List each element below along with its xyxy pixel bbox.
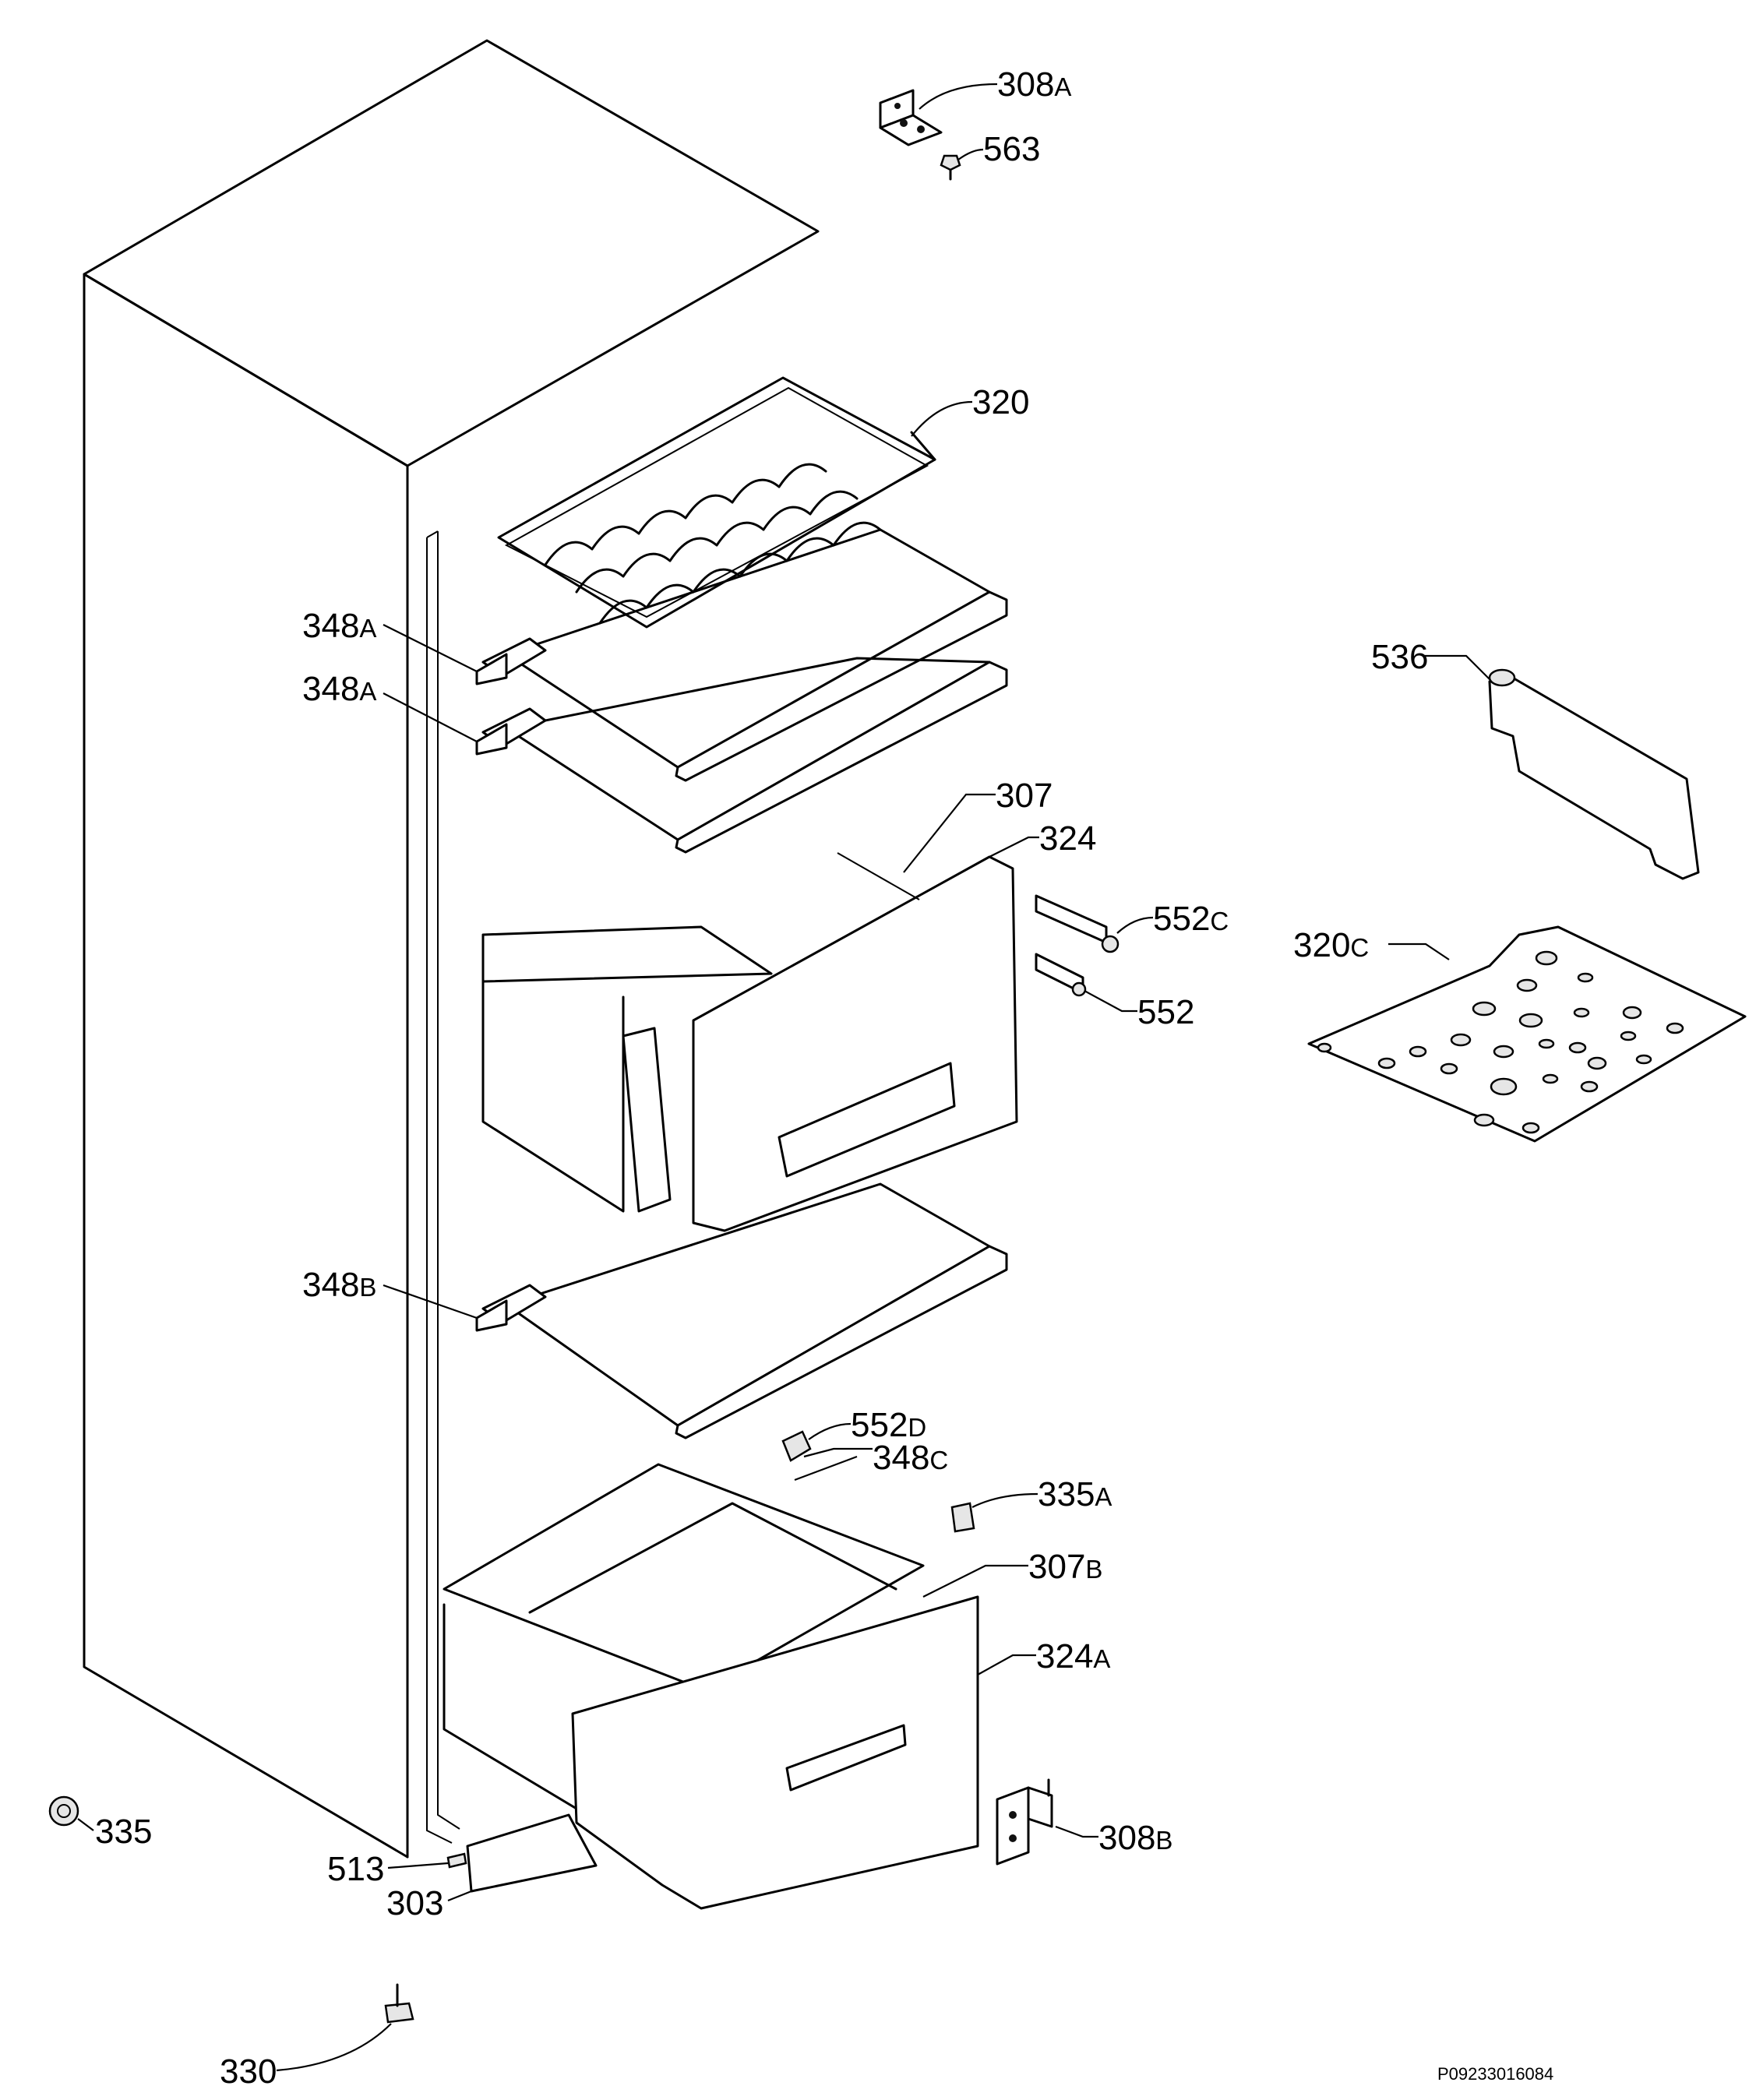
part-label-563: 563: [983, 130, 1041, 168]
part-label-348a-upper: 348A: [302, 607, 377, 645]
plate-hole: [1409, 1045, 1427, 1058]
plate-hole: [1473, 1113, 1495, 1127]
cabinet-body: [83, 39, 820, 1859]
part-label-335a: 335A: [1038, 1475, 1112, 1513]
leader-lines: [77, 83, 1490, 2072]
clip-552d: [781, 1430, 812, 1462]
plate-hole: [1518, 1013, 1543, 1028]
part-label-348b: 348B: [302, 1266, 377, 1304]
plate-hole: [1450, 1033, 1472, 1047]
part-label-552: 552: [1137, 993, 1195, 1031]
part-label-324a: 324A: [1036, 1637, 1111, 1675]
part-label-320c: 320C: [1293, 926, 1370, 964]
plate-hole: [1516, 978, 1538, 992]
part-label-513: 513: [327, 1850, 385, 1888]
plate-hole: [1522, 1122, 1540, 1134]
part-label-330: 330: [220, 2052, 277, 2091]
part-label-307: 307: [996, 777, 1053, 815]
slide-rail-552c: [1035, 894, 1120, 953]
plate-hole: [1317, 1042, 1332, 1053]
part-label-324: 324: [1039, 819, 1097, 858]
plate-hole: [1620, 1031, 1637, 1041]
perforated-plate-320c: [1307, 925, 1747, 1143]
plate-hole: [1542, 1073, 1559, 1084]
divider-536: [1488, 668, 1700, 880]
part-label-335: 335: [95, 1813, 153, 1851]
part-label-308b: 308B: [1098, 1819, 1173, 1857]
plate-hole: [1472, 1001, 1497, 1017]
part-label-320: 320: [972, 383, 1030, 421]
plate-hole: [1573, 1007, 1590, 1018]
screw-563: [940, 154, 961, 181]
plate-hole: [1493, 1045, 1514, 1059]
hinge-top-308a: [879, 89, 943, 146]
clip-335a: [950, 1502, 975, 1533]
drawing-code: P09233016084: [1437, 2064, 1554, 2084]
plate-hole: [1535, 950, 1558, 966]
part-label-348a-lower: 348A: [302, 670, 377, 708]
plate-hole: [1538, 1038, 1555, 1049]
plate-hole: [1635, 1054, 1652, 1065]
plate-hole: [1666, 1022, 1684, 1034]
plate-hole: [1568, 1041, 1587, 1054]
plate-hole: [1587, 1056, 1607, 1070]
hinge-bottom-308b: [996, 1778, 1053, 1866]
lower-drawer-324a: [443, 1463, 979, 1910]
kick-plate-303: [466, 1813, 598, 1893]
plate-hole: [1577, 972, 1594, 983]
plate-hole: [1580, 1080, 1599, 1093]
drawer-324: [481, 852, 1018, 1232]
part-label-307b: 307B: [1028, 1548, 1103, 1586]
clip-513: [446, 1852, 467, 1869]
foot-335: [48, 1795, 79, 1827]
plate-hole: [1440, 1062, 1458, 1075]
glass-shelf-348b: [475, 1182, 1008, 1439]
part-label-552c: 552C: [1153, 900, 1229, 938]
part-label-552d: 552D: [851, 1406, 927, 1444]
bottle-rack-320: [497, 376, 936, 629]
plate-hole: [1490, 1077, 1518, 1096]
adjustable-foot-330: [384, 1983, 414, 2024]
plate-hole: [1377, 1057, 1396, 1069]
glass-shelf-348a-upper: [475, 528, 1008, 782]
part-label-536: 536: [1371, 638, 1429, 676]
part-label-303: 303: [386, 1884, 444, 1922]
part-label-348c: 348C: [873, 1439, 949, 1477]
part-label-308a-top: 308A: [997, 65, 1072, 104]
plate-hole: [1622, 1006, 1642, 1020]
slide-rail-552: [1035, 953, 1087, 997]
glass-shelf-348a-lower: [475, 657, 1008, 854]
